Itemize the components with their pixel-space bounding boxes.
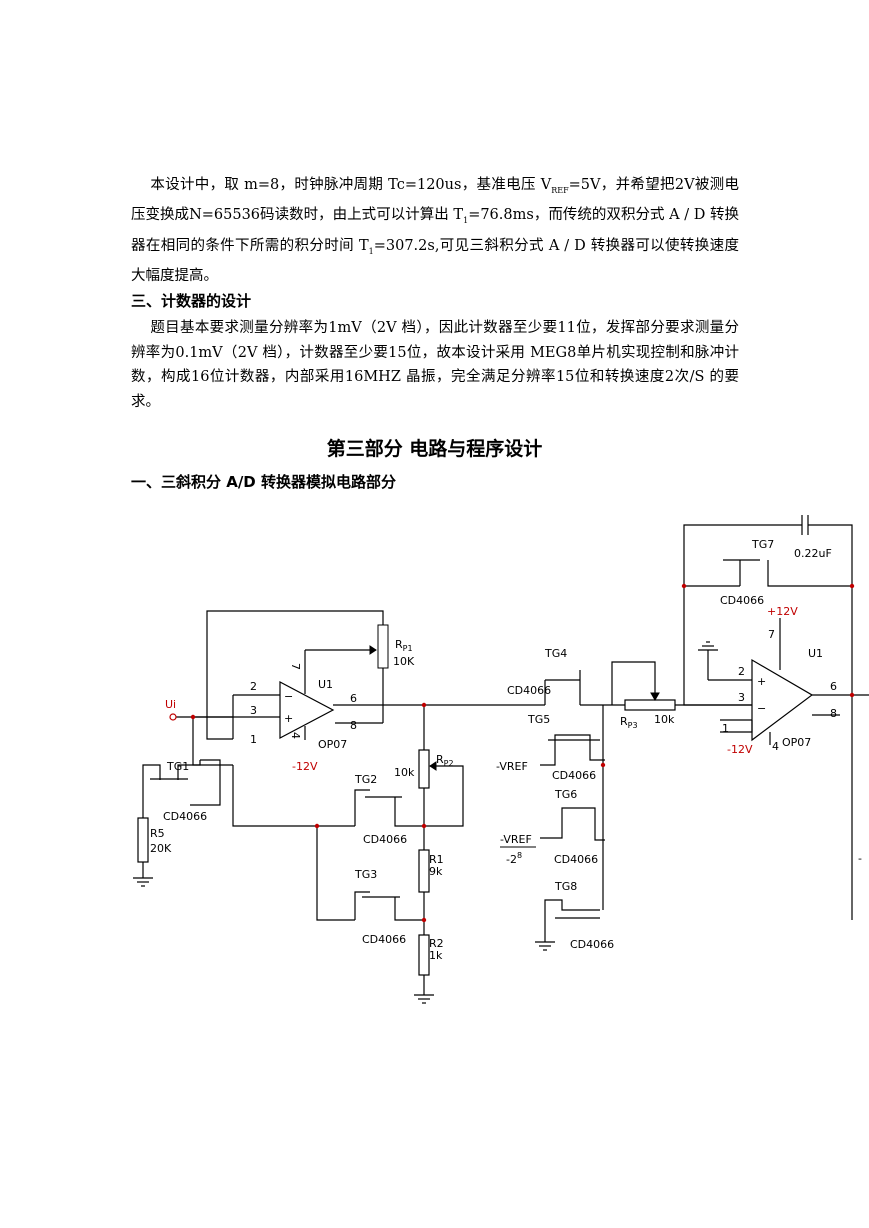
input-terminal	[169, 713, 177, 721]
section-heading-analog: 一、三斜积分 A/D 转换器模拟电路部分	[131, 473, 396, 491]
label-neg12v: -12V	[292, 760, 318, 773]
subscript: REF	[551, 185, 569, 195]
label-op07: OP07	[318, 738, 347, 751]
pin-label: 2	[738, 665, 745, 678]
label-ui: Ui	[165, 698, 176, 711]
label-r1-value: 9k	[429, 865, 443, 878]
label-tg6: TG6	[554, 788, 577, 801]
pin-label: 8	[350, 719, 357, 732]
label-tg5: TG5	[527, 713, 550, 726]
text-part: 本设计中，取 m=8，时钟脉冲周期 Tc=120us，基准电压 V	[150, 177, 552, 193]
text-part: 题目基本要求测量分辨率为1mV（2V 档），因此计数器至少要11位，发挥部分要求…	[131, 320, 739, 410]
label-rp3-value: 10k	[654, 713, 675, 726]
label-dash: -	[858, 852, 862, 865]
subscript: 1	[463, 216, 469, 226]
pin-label: 6	[350, 692, 357, 705]
pin-label: 4	[289, 732, 302, 739]
label-capacitor: 0.22uF	[794, 547, 832, 560]
pin-sign: −	[284, 690, 293, 703]
text-part: =76.8ms，而传统的双积分式 A / D 转换器在相同的条件下所需的积分时间…	[131, 207, 739, 254]
pin-label: 7	[768, 628, 775, 641]
label-cd4066: CD4066	[507, 684, 551, 697]
label-cd4066: CD4066	[163, 810, 207, 823]
pin-sign: −	[757, 702, 766, 715]
ground-symbols	[133, 641, 718, 1004]
circuit-diagram: Ui U1 OP07 2 3 1 6 8 7 4 − + -12V RP1 10…	[133, 515, 869, 1004]
label-r5: R5	[150, 827, 165, 840]
wires	[137, 515, 869, 995]
label-cd4066: CD4066	[720, 594, 764, 607]
label-rp1-value: 10K	[393, 655, 415, 668]
section-heading-counter: 三、计数器的设计	[131, 292, 252, 310]
label-cd4066: CD4066	[362, 933, 406, 946]
label-tg7: TG7	[751, 538, 774, 551]
label-pos12v: +12V	[767, 605, 798, 618]
pin-label: 3	[738, 691, 745, 704]
label-rp1: RP1	[395, 638, 413, 653]
label-r1: R1	[429, 853, 444, 866]
label-r5-value: 20K	[150, 842, 172, 855]
label-op07: OP07	[782, 736, 811, 749]
pin-label: 1	[250, 733, 257, 746]
label-rp3: RP3	[620, 715, 638, 730]
label-tg4: TG4	[544, 647, 567, 660]
label-cd4066: CD4066	[552, 769, 596, 782]
pin-label: 7	[289, 663, 302, 670]
pin-label: 2	[250, 680, 257, 693]
pin-sign: +	[757, 675, 766, 688]
label-cd4066: CD4066	[570, 938, 614, 951]
pin-label: 4	[772, 740, 779, 753]
label-r2-value: 1k	[429, 949, 443, 962]
pot-wipers	[369, 624, 660, 771]
label-tg1: TG1	[166, 760, 189, 773]
pin-sign: +	[284, 712, 293, 725]
paragraph-conversion-speed: 本设计中，取 m=8，时钟脉冲周期 Tc=120us，基准电压 VREF=5V，…	[131, 173, 739, 289]
label-u1: U1	[318, 678, 333, 691]
label-cd4066: CD4066	[554, 853, 598, 866]
label-vref-fraction: -VREF	[500, 833, 532, 846]
label-rp2-value: 10k	[394, 766, 415, 779]
label-tg3: TG3	[354, 868, 377, 881]
pin-label: 1	[722, 722, 729, 735]
part-title: 第三部分 电路与程序设计	[326, 438, 543, 460]
text-part: =5V，并希望把2V被测电压变换成N=65536码读数时，由上式可以计算出 T	[131, 177, 739, 224]
pin-label: 6	[830, 680, 837, 693]
pin-label: 8	[830, 707, 837, 720]
pin-label: 3	[250, 704, 257, 717]
label-tg2: TG2	[354, 773, 377, 786]
text-part: =307.2s,可见三斜积分式 A / D 转换器可以使转换速度大幅度提高。	[131, 237, 739, 285]
paragraph-counter: 题目基本要求测量分辨率为1mV（2V 档），因此计数器至少要11位，发挥部分要求…	[131, 316, 739, 414]
label-tg8: TG8	[554, 880, 577, 893]
label-rp2: RP2	[436, 753, 454, 768]
label-vref: -VREF	[496, 760, 528, 773]
label-r2: R2	[429, 937, 444, 950]
label-u1: U1	[808, 647, 823, 660]
label-vref-denominator: -28	[506, 851, 522, 866]
junction-dots	[190, 583, 855, 923]
label-cd4066: CD4066	[363, 833, 407, 846]
subscript: 1	[368, 246, 374, 256]
label-neg12v: -12V	[727, 743, 753, 756]
